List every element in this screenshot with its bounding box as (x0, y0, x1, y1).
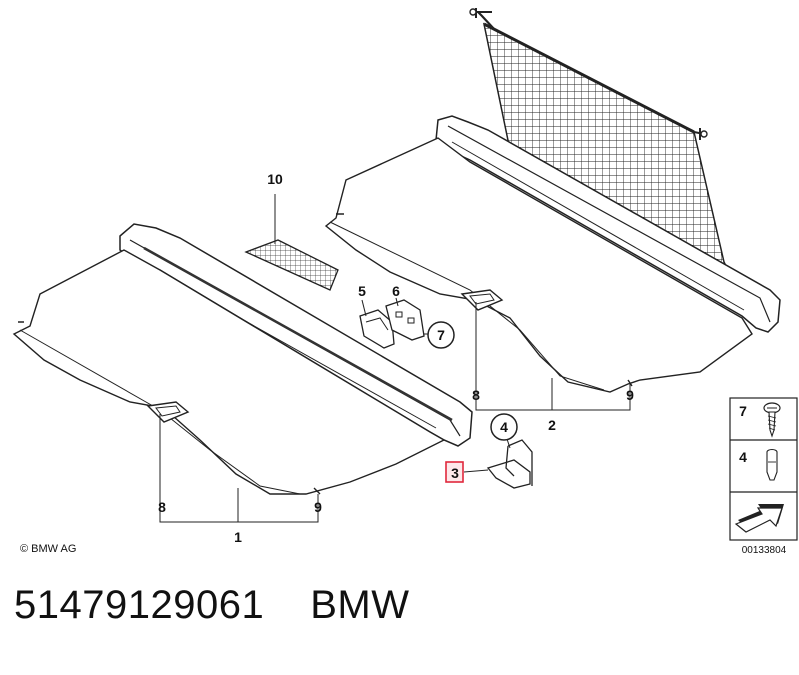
copyright-text: © BMW AG (20, 543, 76, 555)
callout-10: 10 (267, 171, 283, 187)
callout-8-rear: 8 (472, 387, 480, 403)
callout-circle-4 (490, 413, 518, 441)
legend-callout-7: 7 (739, 403, 747, 419)
leader-lines (159, 302, 631, 523)
callout-3: 3 (451, 465, 459, 481)
callout-8-front: 8 (158, 499, 166, 515)
callout-6: 6 (392, 283, 400, 299)
fastener-legend: 7 4 (729, 397, 798, 541)
callout-circle-7 (427, 321, 455, 349)
velcro-strip-part-10 (244, 194, 339, 291)
luggage-compartment-cover-front (12, 223, 473, 495)
callout-2: 2 (548, 417, 556, 433)
screw-icon (763, 402, 781, 438)
luggage-compartment-cover-rear (324, 8, 781, 393)
callout-9-rear: 9 (626, 387, 634, 403)
part-number: 51479129061 (14, 583, 265, 627)
callout-7: 7 (437, 327, 445, 343)
callout-4: 4 (500, 419, 508, 435)
bracket-part-6 (385, 297, 428, 341)
callout-5: 5 (358, 283, 366, 299)
arrow-icon (734, 504, 784, 533)
legend-callout-4: 4 (739, 449, 747, 465)
callout-9-front: 9 (314, 499, 322, 515)
plug-icon (766, 448, 778, 481)
document-number: 00133804 (742, 545, 787, 556)
highlight-box-part-3 (445, 461, 464, 483)
callout-1: 1 (234, 529, 242, 545)
bracket-part-5 (359, 299, 395, 349)
part-number-line: 51479129061 BMW (14, 583, 409, 628)
part-brand: BMW (310, 583, 410, 627)
holder-part-3 (463, 435, 533, 489)
